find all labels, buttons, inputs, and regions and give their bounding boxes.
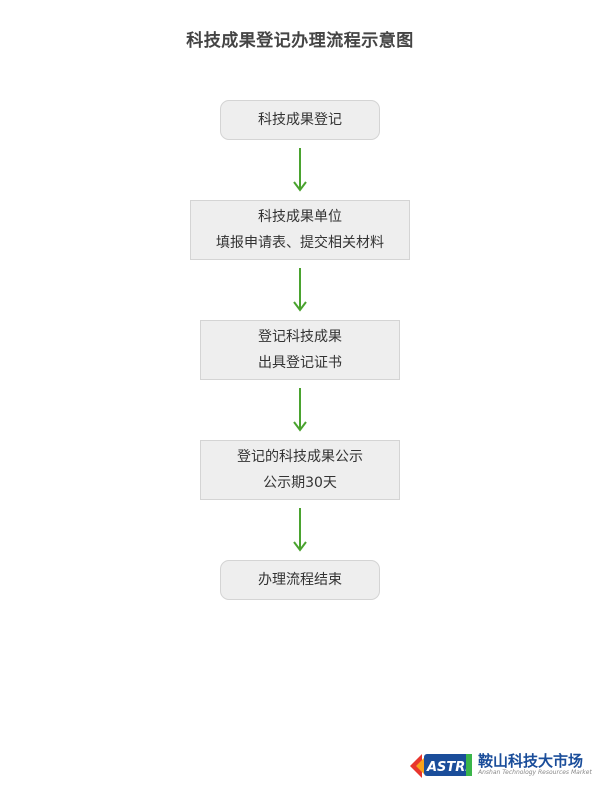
- astrm-logo: ASTRM 鞍山科技大市场 Anshan Technology Resource…: [408, 748, 592, 782]
- step-certificate-line-1: 登记科技成果: [258, 329, 342, 345]
- step-notice-line-2: 公示期30天: [263, 475, 337, 491]
- step-certificate-line-2: 出具登记证书: [258, 355, 342, 371]
- step-process-end: 办理流程结束: [220, 560, 380, 600]
- diagram-title: 科技成果登记办理流程示意图: [186, 31, 414, 51]
- step-registration: 科技成果登记: [220, 100, 380, 140]
- arrow-down-icon: [293, 508, 307, 552]
- arrow-down-icon: [293, 388, 307, 432]
- step-submit-line-1: 科技成果单位: [258, 209, 342, 225]
- logo-name: 鞍山科技大市场: [478, 752, 584, 770]
- svg-text:ASTRM: ASTRM: [426, 760, 474, 775]
- step-submit-line-2: 填报申请表、提交相关材料: [216, 235, 384, 251]
- step-notice-line-1: 登记的科技成果公示: [237, 449, 363, 465]
- arrow-down-icon: [293, 148, 307, 192]
- logo-tagline: Anshan Technology Resources Market: [478, 769, 592, 776]
- arrow-down-icon: [293, 268, 307, 312]
- step-submit-materials: 科技成果单位 填报申请表、提交相关材料: [190, 200, 410, 260]
- step-registration-label: 科技成果登记: [258, 112, 342, 128]
- step-public-notice: 登记的科技成果公示 公示期30天: [200, 440, 400, 500]
- step-issue-certificate: 登记科技成果 出具登记证书: [200, 320, 400, 380]
- step-end-label: 办理流程结束: [258, 572, 342, 588]
- astrm-logo-mark-icon: ASTRM: [410, 754, 474, 778]
